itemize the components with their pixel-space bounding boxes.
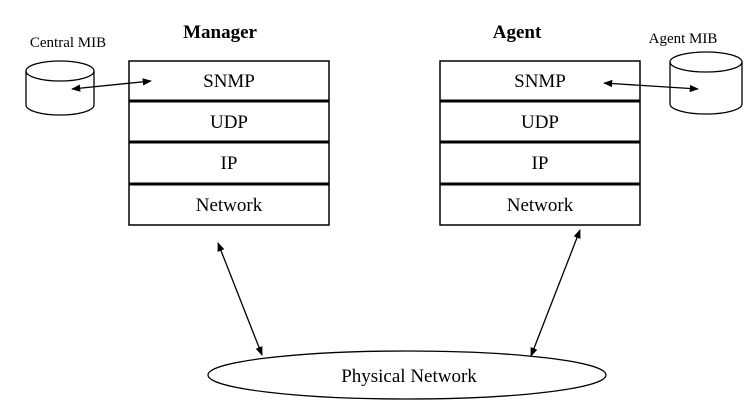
central-mib-snmp-arrow — [71, 78, 152, 92]
physical-network-label: Physical Network — [341, 366, 477, 387]
manager-layer-udp: UDP — [210, 112, 248, 133]
manager-layer-snmp: SNMP — [203, 71, 255, 92]
agent-layer-ip: IP — [532, 153, 549, 174]
central-mib-label: Central MIB — [30, 35, 106, 51]
agent-layer-network: Network — [507, 195, 574, 216]
manager-layer-ip: IP — [221, 153, 238, 174]
physical-network: Physical Network — [207, 350, 607, 400]
agent-snmp-mib-arrow — [603, 79, 699, 93]
agent-title: Agent — [493, 22, 542, 43]
agent-layer-snmp: SNMP — [514, 71, 566, 92]
manager-protocol-stack: SNMP UDP IP Network — [128, 60, 330, 226]
manager-network-arrow — [217, 242, 263, 356]
agent-mib-label: Agent MIB — [649, 31, 718, 47]
agent-protocol-stack: SNMP UDP IP Network — [439, 60, 641, 226]
agent-layer-udp: UDP — [521, 112, 559, 133]
agent-network-arrow — [530, 229, 581, 357]
manager-title: Manager — [183, 22, 257, 43]
manager-layer-network: Network — [196, 195, 263, 216]
agent-mib-database-icon — [669, 51, 743, 115]
